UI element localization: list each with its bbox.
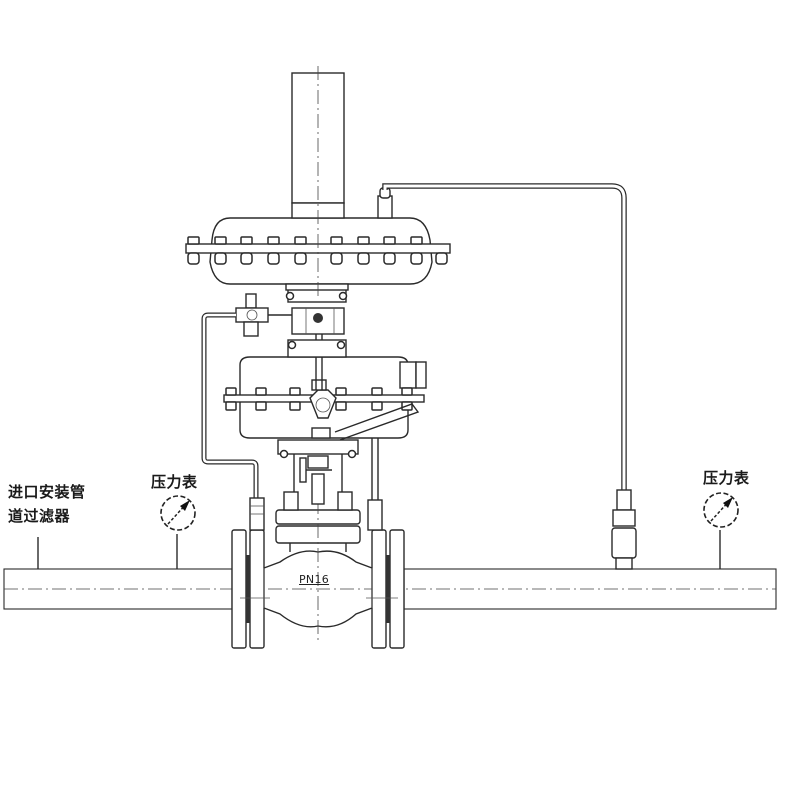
pressure-gauge-upstream-icon	[160, 495, 196, 569]
valve-yoke	[277, 439, 359, 511]
upstream-impulse-tube	[201, 312, 265, 531]
pressure-gauge-upstream-label: 压力表	[151, 473, 198, 491]
valve-rating-label: PN16	[299, 573, 330, 586]
inlet-filter-label-line2: 道过滤器	[8, 507, 71, 525]
pressure-gauge-downstream-icon	[703, 492, 739, 569]
pressure-gauge-downstream-label: 压力表	[703, 469, 750, 487]
inlet-filter-label-line1: 进口安装管	[8, 483, 86, 501]
valve-body	[231, 500, 405, 649]
downstream-impulse-line	[382, 183, 637, 570]
main-pipeline	[3, 568, 777, 610]
inlet-filter-label: 进口安装管 道过滤器	[8, 482, 86, 526]
main-actuator-bolts	[187, 236, 448, 265]
connector-block	[285, 287, 348, 358]
lower-actuator-bolts	[225, 387, 413, 411]
main-actuator	[185, 66, 451, 300]
pilot-valve-icon	[235, 293, 292, 337]
